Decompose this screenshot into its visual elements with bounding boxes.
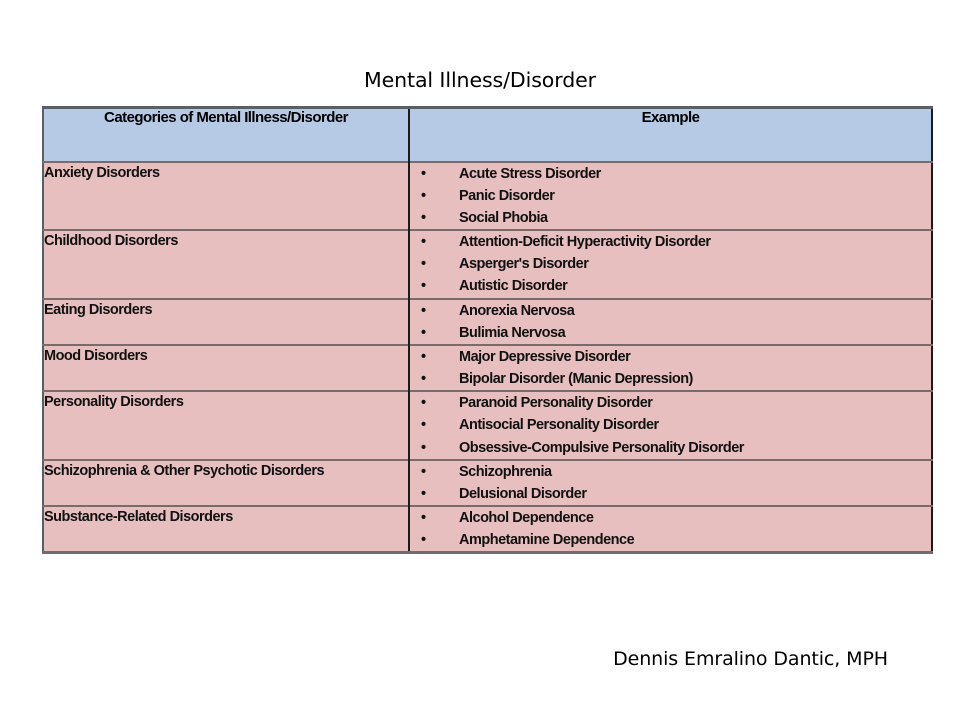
example-cell: • Major Depressive Disorder • Bipolar Disor… (409, 343, 932, 392)
bullet-icon: • (421, 187, 426, 204)
table-row: Eating Disorders • Anorexia Nervosa • Bulimi… (43, 297, 932, 345)
mental-illness-category-table: Categories of Mental Illness/Disorder Ex… (42, 106, 933, 555)
bullet-icon: • (421, 510, 426, 527)
category-cell: Mood Disorders (43, 343, 410, 392)
table-row: Childhood Disorders • Attention-Deficit Hy… (43, 229, 932, 299)
table-row: Schizophrenia & Other Psychotic Disorder… (43, 458, 932, 507)
category-cell: Substance-Related Disorders (43, 505, 410, 553)
bullet-icon: • (421, 256, 426, 273)
example-label: Delusional Disorder (459, 485, 587, 502)
example-label: Bulimia Nervosa (459, 324, 566, 341)
category-cell: Eating Disorders (43, 297, 410, 345)
example-cell: • Acute Stress Disorder • Panic Disorder • So… (409, 160, 932, 231)
list-item: • Social Phobia (410, 207, 931, 229)
category-cell: Personality Disorders (43, 390, 410, 460)
example-label: Major Depressive Disorder (459, 348, 631, 365)
example-label: Social Phobia (459, 209, 548, 226)
bullet-icon: • (421, 278, 426, 295)
list-item: • Antisocial Personality Disorder (410, 414, 931, 436)
example-label: Autistic Disorder (459, 278, 568, 295)
list-item: • Delusional Disorder (410, 483, 931, 505)
example-list: • Alcohol Dependence • Amphetamine Dependen… (410, 507, 931, 551)
list-item: • Bipolar Disorder (Manic Depression) (410, 368, 931, 390)
example-list: • Major Depressive Disorder • Bipolar Disor… (410, 346, 931, 390)
list-item: • Alcohol Dependence (410, 507, 931, 529)
example-label: Schizophrenia (459, 463, 552, 480)
bullet-icon: • (421, 371, 426, 388)
list-item: • Anorexia Nervosa (410, 300, 931, 322)
list-item: • Schizophrenia (410, 461, 931, 483)
list-item: • Acute Stress Disorder (410, 163, 931, 185)
table-header: Categories of Mental Illness/Disorder Ex… (43, 107, 932, 162)
bullet-icon: • (421, 348, 426, 365)
category-cell: Childhood Disorders (43, 229, 410, 299)
example-label: Anorexia Nervosa (459, 302, 575, 319)
example-label: Attention-Deficit Hyperactivity Disorder (459, 234, 711, 251)
bullet-icon: • (421, 439, 426, 456)
example-label: Alcohol Dependence (459, 510, 594, 527)
bullet-icon: • (421, 463, 426, 480)
list-item: • Amphetamine Dependence (410, 529, 931, 551)
example-cell: • Attention-Deficit Hyperactivity Disorde… (409, 229, 932, 299)
example-cell: • Schizophrenia • Delusional Disorder (409, 458, 932, 507)
example-label: Asperger's Disorder (459, 256, 589, 273)
bullet-icon: • (421, 302, 426, 319)
table-row: Anxiety Disorders•Acute Stress Disorder•… (43, 160, 932, 231)
category-cell: Schizophrenia & Other Psychotic Disorder… (43, 458, 410, 507)
example-list: • Attention-Deficit Hyperactivity Disorde… (410, 231, 931, 298)
example-label: Bipolar Disorder (Manic Depression) (459, 371, 693, 388)
example-cell: • Paranoid Personality Disorder • Antisocia… (409, 390, 932, 460)
list-item: • Attention-Deficit Hyperactivity Disorde… (410, 231, 931, 253)
example-list: • Paranoid Personality Disorder • Antisocia… (410, 392, 931, 459)
example-label: Paranoid Personality Disorder (459, 395, 653, 412)
example-list: • Schizophrenia • Delusional Disorder (410, 461, 931, 505)
list-item: • Panic Disorder (410, 185, 931, 207)
column-header-category: Categories of Mental Illness/Disorder (43, 107, 410, 162)
bullet-icon: • (421, 324, 426, 341)
category-cell: Anxiety Disorders (43, 160, 410, 231)
bullet-icon: • (421, 485, 426, 502)
bullet-icon: • (421, 417, 426, 434)
table-row: Personality Disorders • Paranoid Personali… (43, 390, 932, 460)
table-header-row: Categories of Mental Illness/Disorder Ex… (43, 107, 932, 162)
list-item: • Bulimia Nervosa (410, 322, 931, 344)
bullet-icon: • (421, 532, 426, 549)
list-item: • Obsessive-Compulsive Personality Disord… (410, 437, 931, 459)
example-label: Panic Disorder (459, 187, 555, 204)
example-label: Obsessive-Compulsive Personality Disorde… (459, 439, 744, 456)
list-item: • Major Depressive Disorder (410, 346, 931, 368)
column-header-example: Example (409, 107, 932, 162)
list-item: • Asperger's Disorder (410, 253, 931, 275)
example-cell: • Anorexia Nervosa • Bulimia Nervosa (409, 297, 932, 345)
table-row: Substance-Related Disorders • Alcohol Depe… (43, 505, 932, 553)
table-body: Anxiety Disorders•Acute Stress Disorder•… (43, 160, 932, 553)
list-item: • Autistic Disorder (410, 275, 931, 297)
list-item: • Paranoid Personality Disorder (410, 392, 931, 414)
example-label: Acute Stress Disorder (459, 165, 601, 182)
bullet-icon: • (421, 209, 426, 226)
author-credit: Dennis Emralino Dantic, MPH (613, 648, 888, 670)
table-row: Mood Disorders • Major Depressive Disorder… (43, 343, 932, 392)
bullet-icon: • (421, 395, 426, 412)
bullet-icon: • (421, 234, 426, 251)
example-list: • Anorexia Nervosa • Bulimia Nervosa (410, 300, 931, 344)
example-cell: • Alcohol Dependence • Amphetamine Dependen… (409, 505, 932, 553)
example-label: Antisocial Personality Disorder (459, 417, 659, 434)
page-title: Mental Illness/Disorder (364, 68, 596, 92)
bullet-icon: • (421, 165, 426, 182)
example-label: Amphetamine Dependence (459, 532, 635, 549)
example-list: • Acute Stress Disorder • Panic Disorder • So… (410, 163, 931, 230)
